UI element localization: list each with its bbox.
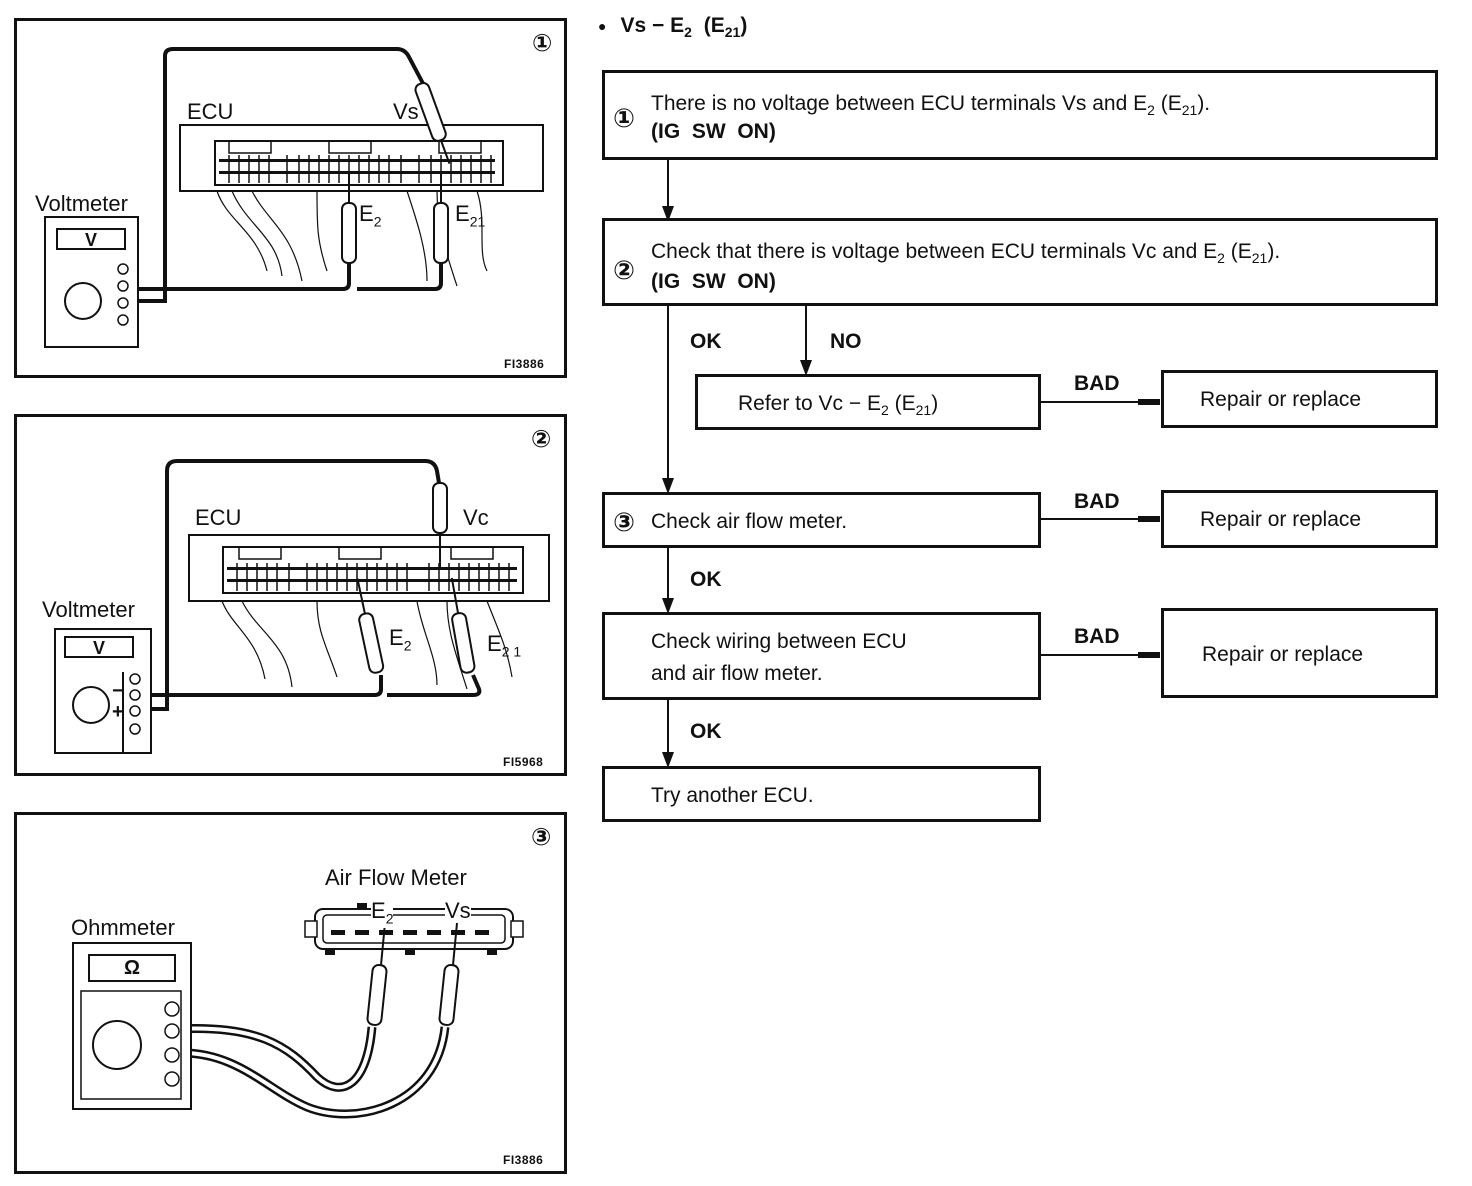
probe-label-e2-main: E: [359, 201, 374, 226]
figure-panel-3: ③ Air Flow Meter Ohmmeter Ω E2 Vs FI3886: [14, 812, 567, 1174]
probe-label-e2-sub: 2: [403, 637, 412, 654]
probe-label-e2: E2: [371, 898, 394, 929]
title-paren: (E: [703, 14, 725, 37]
bad-label-3: BAD: [1074, 625, 1120, 648]
probe-label-vs: Vs: [393, 99, 419, 124]
figure-panel-2: ② ECU Vc Voltmeter V − + E2 E2 1 FI5968: [14, 414, 567, 776]
probe-label-e21-sub: 2 1: [501, 643, 522, 660]
probe-label-e21: E2 1: [487, 631, 521, 659]
step2-text: Check that there is voltage between ECU …: [651, 240, 1218, 263]
step1-box: ① There is no voltage between ECU termin…: [602, 70, 1438, 160]
step3-text: Check air flow meter.: [651, 510, 848, 533]
step1-end: ).: [1197, 92, 1211, 115]
ok-label-3: OK: [690, 720, 722, 743]
repair-box-1: Repair or replace: [1161, 370, 1438, 428]
final-box: Try another ECU.: [602, 766, 1041, 822]
ok-label-1: OK: [690, 330, 722, 353]
probe-label-e2: E2: [389, 625, 411, 653]
repair-box-2: Repair or replace: [1161, 490, 1438, 548]
title-paren-sub: 21: [724, 24, 741, 41]
step2-end: ).: [1267, 240, 1281, 263]
step2-mid: (E: [1224, 240, 1252, 263]
repair-text: Repair or replace: [1200, 388, 1362, 411]
probe-label-e21-main: E: [487, 631, 502, 656]
repair-box-3: Repair or replace: [1161, 608, 1438, 698]
probe-label-vs: Vs: [445, 898, 471, 923]
wiring-check-box: Check wiring between ECU and air flow me…: [602, 612, 1041, 700]
repair-text: Repair or replace: [1202, 643, 1364, 666]
panel-number: ③: [531, 824, 552, 851]
ecu-label: ECU: [195, 505, 242, 530]
final-text: Try another ECU.: [651, 784, 814, 807]
air-flow-meter-label: Air Flow Meter: [325, 865, 467, 890]
meter-display: Ω: [123, 957, 141, 979]
step1-line1: There is no voltage between ECU terminal…: [651, 89, 1210, 125]
probe-label-e2-main: E: [371, 898, 386, 923]
voltmeter-ecu-diagram-2: [54, 459, 550, 754]
minus-terminal-label: −: [112, 680, 124, 702]
probe-label-e2-main: E: [389, 625, 404, 650]
title-sub: 2: [684, 24, 692, 41]
panel-number: ②: [531, 426, 552, 453]
step1-condition: (IG SW ON): [651, 120, 776, 143]
voltmeter-label: Voltmeter: [35, 191, 128, 216]
step2-sub2: 21: [1251, 250, 1268, 267]
refer-box: Refer to Vc − E2 (E21): [695, 374, 1041, 430]
no-label: NO: [830, 330, 862, 353]
probe-label-vc: Vc: [463, 505, 489, 530]
step2-line1: Check that there is voltage between ECU …: [651, 237, 1280, 273]
probe-label-e2: E2: [359, 201, 381, 229]
step2-sub: 2: [1217, 250, 1225, 267]
bad-label-2: BAD: [1074, 490, 1120, 513]
step1-sub2: 21: [1181, 102, 1198, 119]
panel-number: ①: [532, 30, 553, 57]
title-main: Vs − E: [620, 14, 685, 37]
title-close: ): [740, 14, 748, 37]
step1-sub: 2: [1147, 102, 1155, 119]
refer-main: Refer to Vc − E: [738, 392, 881, 415]
probe-label-e2-sub: 2: [385, 910, 394, 927]
bad-label-1: BAD: [1074, 372, 1120, 395]
refer-text: Refer to Vc − E2 (E21): [738, 389, 938, 425]
bullet: ●: [598, 18, 607, 35]
refer-end: ): [931, 392, 939, 415]
meter-display: V: [84, 230, 97, 250]
refer-sub: 2: [880, 402, 889, 419]
figure-code: FI3886: [504, 357, 545, 371]
ecu-label: ECU: [187, 99, 234, 124]
repair-text: Repair or replace: [1200, 508, 1362, 531]
step2-box: ② Check that there is voltage between EC…: [602, 218, 1438, 306]
probe-label-e21-main: E: [455, 201, 470, 226]
ohmmeter-label: Ohmmeter: [71, 915, 175, 940]
step3-box: ③ Check air flow meter.: [602, 492, 1041, 548]
refer-sub2: 21: [915, 402, 932, 419]
probe-label-e2-sub: 2: [373, 213, 382, 230]
step3-number: ③: [613, 507, 636, 537]
voltmeter-label: Voltmeter: [42, 597, 135, 622]
figure-code: FI3886: [503, 1153, 544, 1167]
step1-text: There is no voltage between ECU terminal…: [651, 92, 1148, 115]
figure-panel-1: ① ECU Vs Voltmeter V E2 E21 FI3886: [14, 18, 567, 378]
step2-number: ②: [613, 255, 636, 285]
refer-mid: (E: [888, 392, 916, 415]
step2-condition: (IG SW ON): [651, 270, 776, 293]
ok-label-2: OK: [690, 568, 722, 591]
probe-label-e21: E21: [455, 201, 485, 229]
ohmmeter-airflow-diagram: [72, 903, 524, 1119]
wiring-line2: and air flow meter.: [651, 662, 823, 685]
probe-label-e21-sub: 21: [469, 213, 486, 230]
step1-number: ①: [613, 103, 636, 133]
section-title: ● Vs − E2 (E21): [598, 14, 747, 40]
voltmeter-ecu-diagram-1: [44, 47, 544, 348]
wiring-line1: Check wiring between ECU: [651, 630, 907, 653]
step1-mid: (E: [1154, 92, 1182, 115]
plus-terminal-label: +: [112, 701, 124, 723]
figure-code: FI5968: [503, 755, 544, 769]
meter-display: V: [92, 638, 105, 658]
